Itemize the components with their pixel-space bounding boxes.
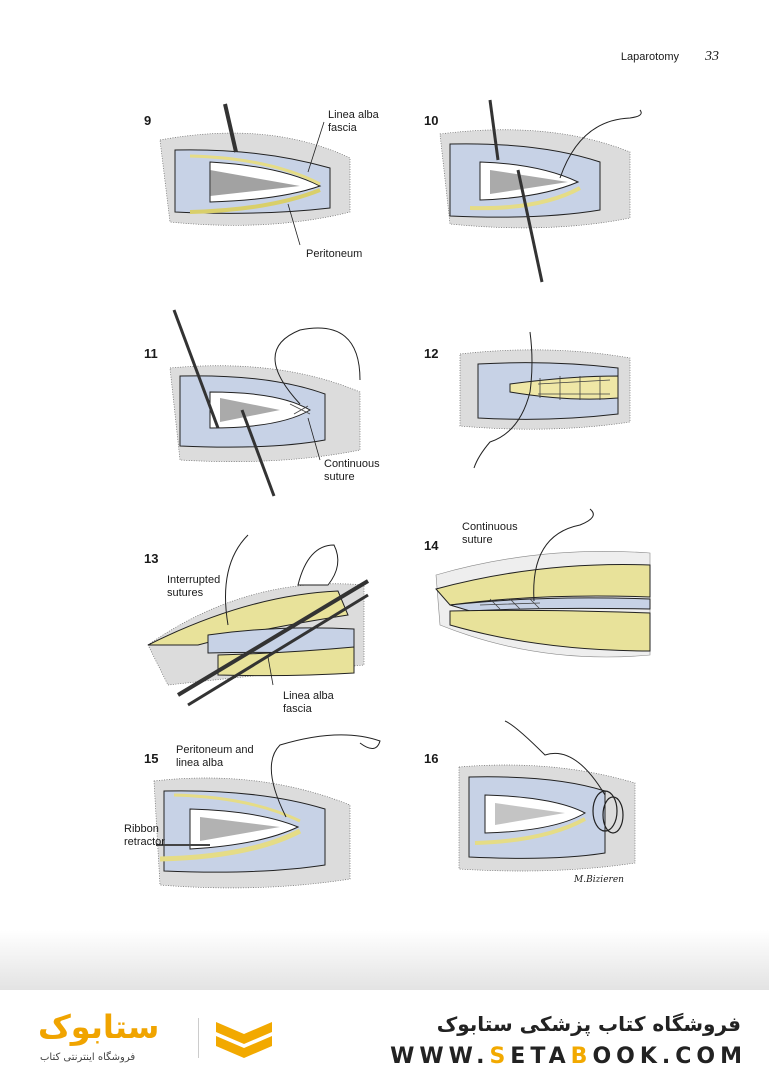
suture-thread-icon xyxy=(559,109,642,179)
figure-number: 12 xyxy=(424,346,439,361)
figure-12-illustration xyxy=(459,331,631,469)
figure-16-illustration xyxy=(458,720,636,872)
label-continuous-suture-14: Continuous suture xyxy=(462,521,518,546)
url-part: OOK.COM xyxy=(592,1044,747,1069)
forceps-icon xyxy=(223,103,238,153)
suture-thread-icon xyxy=(225,534,249,626)
publisher-footer: ستابوک فروشگاه اینترنتی کتاب فروشگاه کتا… xyxy=(0,990,769,1080)
chevron-logo-icon xyxy=(216,1022,272,1058)
needle-holder-icon xyxy=(172,309,220,429)
label-ribbon-retractor: Ribbon retractor xyxy=(124,823,165,848)
forceps-icon xyxy=(240,409,276,497)
forceps-icon xyxy=(187,593,369,707)
suture-thread-icon xyxy=(504,720,606,796)
figure-15-illustration xyxy=(153,734,381,889)
store-url[interactable]: WWW.SETABOOK.COM xyxy=(390,1044,747,1069)
textbook-page: Laparotomy 33 9 Linea alba fascia Perito… xyxy=(124,49,719,889)
label-linea-alba-fascia: Linea alba fascia xyxy=(328,109,379,134)
hand-icon xyxy=(297,544,339,586)
running-head: Laparotomy 33 xyxy=(621,49,719,65)
divider xyxy=(198,1018,199,1058)
figure-9-illustration xyxy=(159,103,351,246)
url-part-highlight: S xyxy=(489,1044,511,1069)
page-number: 33 xyxy=(705,49,719,64)
forceps-icon xyxy=(516,169,544,283)
label-peritoneum-linea-alba: Peritoneum and linea alba xyxy=(176,744,254,769)
forceps-icon xyxy=(488,99,500,161)
figure-number: 11 xyxy=(144,346,158,361)
url-part: WWW. xyxy=(390,1044,490,1069)
figure-11-illustration xyxy=(169,309,361,497)
suture-thread-icon xyxy=(473,331,533,469)
figure-number: 9 xyxy=(144,113,152,128)
brand-wordmark: ستابوک xyxy=(38,1008,160,1046)
brand-subtitle: فروشگاه اینترنتی کتاب xyxy=(40,1052,136,1063)
figure-number: 14 xyxy=(424,538,439,553)
figure-14-illustration xyxy=(435,508,651,658)
url-part: ETA xyxy=(510,1044,571,1069)
label-interrupted-sutures: Interrupted sutures xyxy=(167,574,221,599)
label-linea-alba-fascia-13: Linea alba fascia xyxy=(283,690,334,715)
suture-thread-icon xyxy=(274,327,361,405)
page-bottom-shadow xyxy=(0,930,769,990)
figure-number: 13 xyxy=(144,551,159,566)
url-part-highlight: B xyxy=(570,1044,593,1069)
suture-thread-icon xyxy=(533,508,594,602)
label-peritoneum: Peritoneum xyxy=(306,248,363,260)
artist-signature: M.Bizieren xyxy=(574,875,624,885)
figure-number: 16 xyxy=(424,751,439,766)
figure-13-illustration xyxy=(147,534,370,707)
store-title: فروشگاه کتاب پزشکی ستابوک xyxy=(436,1012,741,1036)
needle-holder-icon xyxy=(176,579,370,697)
figure-number: 10 xyxy=(424,113,439,128)
figure-number: 15 xyxy=(144,751,159,766)
suture-thread-icon xyxy=(270,734,381,818)
label-continuous-suture: Continuous suture xyxy=(324,458,380,483)
figure-10-illustration xyxy=(439,99,642,283)
section-title: Laparotomy xyxy=(620,51,679,63)
